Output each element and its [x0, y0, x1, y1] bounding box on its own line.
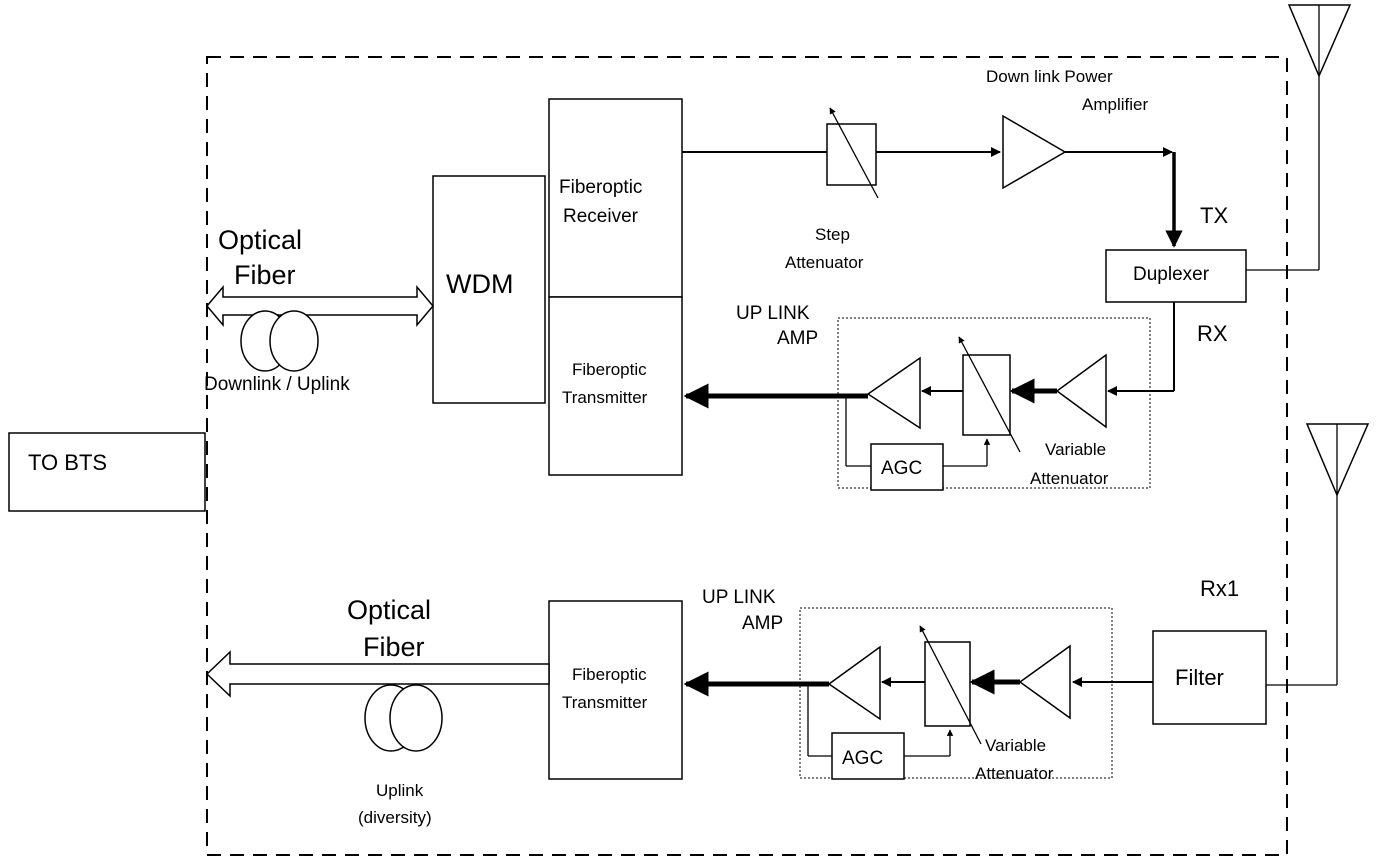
- wdm-box: [432, 175, 546, 404]
- step-attenuator-label-1: Step: [815, 225, 850, 244]
- agc-1-box: [870, 443, 944, 491]
- uplink-amp-2-label-2: AMP: [742, 613, 783, 634]
- optical-fiber-bottom-label-2: Fiber: [363, 632, 425, 662]
- optical-fiber-top-label-2: Fiber: [234, 260, 296, 290]
- optical-fiber-bottom-label-1: Optical: [347, 595, 431, 625]
- to-bts-label: TO BTS: [28, 450, 107, 475]
- variable-attenuator-2-label-2: Attenuator: [975, 764, 1054, 783]
- wdm-label: WDM: [446, 269, 513, 299]
- duplexer-box: [1105, 249, 1247, 303]
- optical-fiber-top-arrow: [206, 284, 434, 328]
- filter-label: Filter: [1175, 665, 1224, 690]
- variable-attenuator-1-box: [962, 354, 1011, 436]
- rx-label: RX: [1197, 321, 1228, 346]
- uplink-1-amp: [866, 356, 921, 430]
- fiber-coil-top-right: [269, 310, 319, 372]
- fiberoptic-transmitter-bottom-label-1: Fiberoptic: [572, 665, 647, 684]
- fiberoptic-receiver-box: [548, 98, 683, 298]
- fiberoptic-transmitter-label-1: Fiberoptic: [572, 360, 647, 379]
- variable-attenuator-2-label-1: Variable: [985, 736, 1046, 755]
- uplink-2-lna: [1018, 644, 1071, 720]
- duplexer-label: Duplexer: [1133, 264, 1210, 285]
- fiberoptic-transmitter-box: [548, 296, 683, 476]
- agc-1-label: AGC: [881, 458, 922, 479]
- optical-fiber-bottom-arrow: [205, 650, 550, 698]
- fiberoptic-transmitter-bottom-box: [548, 600, 683, 780]
- uplink-diversity-label-1: Uplink: [376, 781, 424, 800]
- uplink-1-lna: [1055, 353, 1107, 429]
- agc-2-label: AGC: [842, 748, 883, 769]
- step-attenuator-label-2: Attenuator: [785, 253, 864, 272]
- step-attenuator-box: [826, 123, 877, 186]
- downlink-uplink-label: Downlink / Uplink: [204, 374, 350, 395]
- uplink-2-amp: [827, 645, 881, 721]
- fiber-coil-bottom-right: [389, 684, 443, 752]
- tx-label: TX: [1200, 203, 1228, 228]
- variable-attenuator-1-label-2: Attenuator: [1030, 469, 1109, 488]
- uplink-amp-2-label-1: UP LINK: [702, 587, 776, 608]
- fiberoptic-receiver-label-1: Fiberoptic: [559, 177, 642, 198]
- uplink-amp-1-label-2: AMP: [777, 328, 818, 349]
- optical-fiber-top-label-1: Optical: [218, 225, 302, 255]
- fiberoptic-transmitter-label-2: Transmitter: [562, 388, 648, 407]
- downlink-pa-label-1: Down link Power: [986, 67, 1113, 86]
- remote-unit-enclosure: [206, 56, 1288, 856]
- variable-attenuator-2-arrow: [919, 625, 982, 745]
- downlink-pa-label-2: Amplifier: [1082, 95, 1148, 114]
- filter-box: [1152, 630, 1267, 725]
- step-attenuator-arrow: [829, 107, 879, 199]
- variable-attenuator-1-arrow: [958, 336, 1021, 453]
- fiberoptic-receiver-label-2: Receiver: [563, 206, 639, 227]
- variable-attenuator-2-box: [924, 641, 971, 727]
- uplink-amp-1-label-1: UP LINK: [736, 303, 810, 324]
- to-bts-box: [8, 432, 206, 512]
- rx1-label: Rx1: [1200, 576, 1239, 601]
- variable-attenuator-1-label-1: Variable: [1045, 440, 1106, 459]
- downlink-power-amplifier: [1002, 114, 1067, 190]
- fiberoptic-transmitter-bottom-label-2: Transmitter: [562, 693, 648, 712]
- uplink-diversity-label-2: (diversity): [358, 808, 432, 827]
- uplink-amp-2-group: [799, 607, 1113, 779]
- uplink-amp-1-group: [837, 317, 1151, 489]
